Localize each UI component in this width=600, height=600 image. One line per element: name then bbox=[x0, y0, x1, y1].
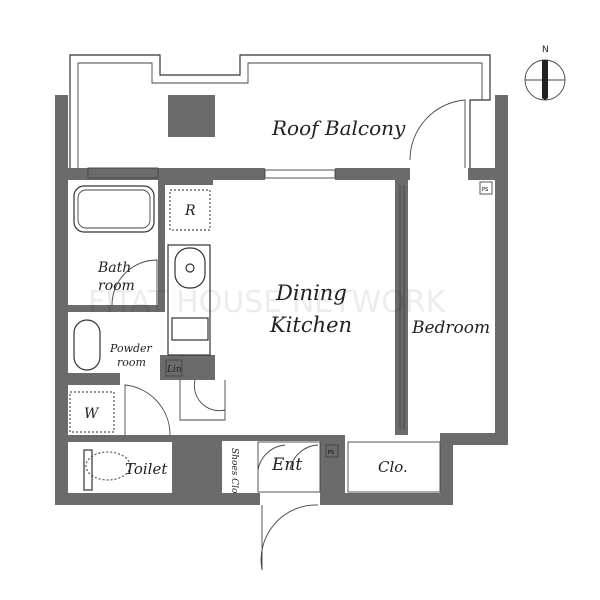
wall-right-lower bbox=[440, 433, 453, 505]
wall-bottom-left bbox=[55, 493, 260, 505]
wall-step bbox=[440, 433, 508, 445]
label-pipe-space-2: PS bbox=[328, 450, 334, 456]
closet-box bbox=[347, 441, 441, 493]
wall-bedroom bbox=[395, 180, 408, 435]
label-toilet: Toilet bbox=[125, 460, 168, 478]
wall-entry-top bbox=[222, 435, 345, 441]
wall-left bbox=[55, 95, 68, 505]
label-dining: Dining bbox=[275, 281, 347, 305]
kitchen-counter bbox=[167, 244, 211, 356]
label-bath: Bath bbox=[97, 260, 131, 276]
wall-powder-w bbox=[68, 373, 120, 385]
wall-right bbox=[495, 95, 508, 445]
compass: N bbox=[524, 45, 566, 101]
label-roof-balcony: Roof Balcony bbox=[271, 116, 406, 140]
label-shoes-closet: Shoes Clo bbox=[229, 448, 239, 494]
window-dining bbox=[264, 169, 336, 179]
label-kitchen: Kitchen bbox=[269, 313, 352, 337]
wall-bottom-right bbox=[320, 493, 453, 505]
watermark: FITAT HOUSE NETWORK bbox=[88, 285, 447, 320]
washer-space bbox=[69, 391, 115, 433]
toilet-bowl bbox=[85, 451, 131, 481]
wall-ps bbox=[320, 435, 345, 505]
balcony-outline bbox=[69, 54, 491, 168]
door-linen bbox=[179, 379, 226, 421]
entrance-area bbox=[257, 441, 321, 493]
fridge-space bbox=[169, 189, 211, 231]
door-bath bbox=[111, 259, 158, 306]
wall-bath-powder bbox=[68, 305, 165, 312]
door-balcony bbox=[409, 99, 466, 168]
toilet-tank bbox=[83, 449, 93, 491]
sink-drain bbox=[185, 263, 195, 273]
label-bath-room: room bbox=[98, 278, 135, 294]
wall-bath-kitchen bbox=[158, 180, 165, 310]
label-closet: Clo. bbox=[378, 458, 408, 476]
label-linen: Lin bbox=[166, 365, 182, 375]
wall-top-mid bbox=[335, 168, 410, 180]
label-powder-room: room bbox=[117, 356, 146, 369]
linen-box bbox=[165, 359, 183, 377]
wall-toilet bbox=[68, 435, 173, 442]
door-powder bbox=[124, 384, 171, 436]
compass-n: N bbox=[542, 45, 549, 55]
label-entrance: Ent bbox=[271, 455, 302, 475]
pipe-space-box bbox=[479, 181, 493, 195]
door-entrance bbox=[257, 444, 319, 571]
bathtub bbox=[73, 185, 155, 233]
label-powder: Powder bbox=[109, 342, 153, 355]
pipe-space-box-2 bbox=[325, 444, 339, 458]
sliding-door-bedroom bbox=[399, 185, 405, 430]
label-pipe-space: PS bbox=[482, 187, 488, 193]
balcony-inner-outline bbox=[77, 62, 483, 168]
wall-top-left bbox=[55, 168, 265, 180]
window-bath bbox=[87, 167, 159, 179]
label-washer: W bbox=[84, 406, 100, 422]
sink bbox=[174, 247, 206, 289]
wall-fridge bbox=[165, 180, 213, 185]
wall-core bbox=[172, 435, 222, 505]
label-fridge: R bbox=[184, 203, 196, 219]
stove bbox=[171, 317, 209, 341]
label-bedroom: Bedroom bbox=[411, 318, 490, 338]
balcony-unit bbox=[168, 95, 215, 137]
bathtub-inner bbox=[77, 189, 151, 229]
wash-basin bbox=[73, 319, 101, 371]
